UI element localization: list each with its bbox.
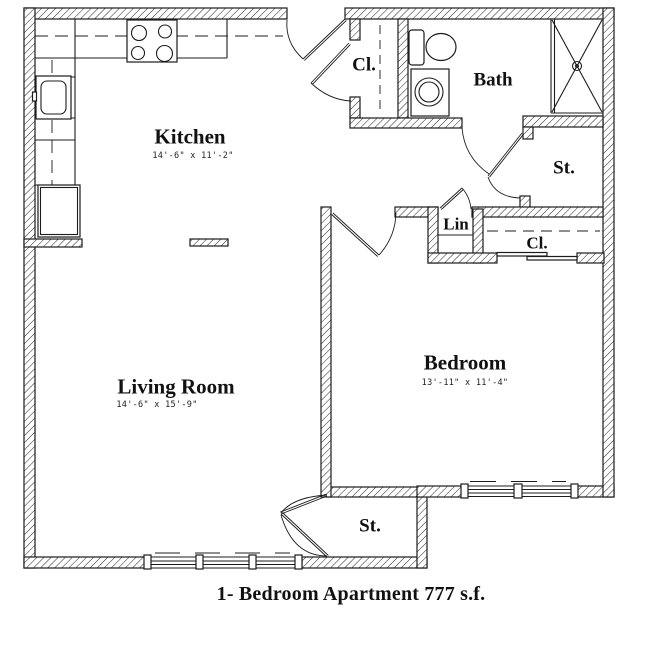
bedroom-door-swing bbox=[331, 212, 397, 257]
plan-caption: 1- Bedroom Apartment 777 s.f. bbox=[216, 583, 486, 605]
room-label-storage-lower: St. bbox=[359, 515, 381, 537]
linen-door-swing bbox=[439, 187, 472, 210]
closet-rod bbox=[379, 25, 600, 236]
shower-icon bbox=[550, 19, 603, 114]
bath-door-swing bbox=[461, 127, 524, 199]
room-label-bedroom: Bedroom bbox=[423, 350, 507, 375]
washer-icon bbox=[410, 68, 450, 117]
room-label-kitchen: Kitchen bbox=[154, 124, 226, 149]
room-label-bedroom-closet: Cl. bbox=[526, 233, 548, 253]
toilet-icon bbox=[408, 29, 457, 66]
room-label-bath: Bath bbox=[473, 69, 513, 91]
bedroom-window bbox=[460, 481, 579, 499]
room-label-entry-closet: Cl. bbox=[352, 54, 376, 76]
storage-double-door-swing bbox=[280, 493, 329, 558]
room-label-living-room: Living Room bbox=[117, 374, 235, 399]
room-dims-kitchen: 14'-6" x 11'-2" bbox=[152, 150, 234, 161]
room-label-linen: Lin bbox=[443, 214, 469, 234]
room-label-storage-upper: St. bbox=[553, 157, 575, 179]
sink-icon bbox=[31, 75, 72, 120]
walls bbox=[23, 7, 615, 569]
stove-icon bbox=[126, 19, 178, 63]
refrigerator-icon bbox=[37, 184, 81, 238]
entry-door-swing bbox=[286, 18, 347, 61]
room-dims-bedroom: 13'-11" x 11'-4" bbox=[421, 377, 509, 388]
room-dims-living-room: 14'-6" x 15'-9" bbox=[116, 399, 198, 410]
living-room-window bbox=[143, 552, 303, 570]
entry-closet-door-swing bbox=[310, 42, 352, 102]
sliding-closet-door bbox=[496, 251, 578, 261]
